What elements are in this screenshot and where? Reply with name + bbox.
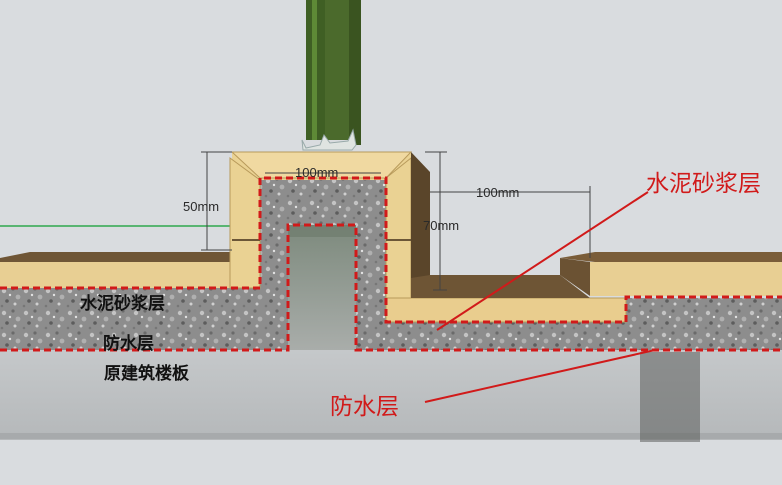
dimension-lines: [201, 151, 591, 291]
left-gravel-layer: [0, 288, 290, 350]
label-mortar-left: 水泥砂浆层: [80, 293, 165, 314]
label-waterproof-left: 防水层: [103, 333, 154, 354]
left-mortar-layer: [0, 262, 232, 288]
right-step-shadow: [411, 275, 590, 298]
dim-side-height: 70mm: [423, 218, 459, 233]
callout-waterproof: 防水层: [330, 394, 399, 420]
left-floor-top: [0, 252, 232, 262]
dim-curb-width: 100mm: [295, 165, 338, 180]
curb-slot: [288, 225, 356, 350]
dim-curb-height: 50mm: [183, 199, 219, 214]
dim-offset: 100mm: [476, 185, 519, 200]
callout-waterproof-leader: [424, 349, 656, 403]
slab-bottom-edge: [0, 433, 782, 439]
callout-mortar: 水泥砂浆层: [646, 171, 761, 197]
label-slab-left: 原建筑楼板: [104, 363, 190, 384]
right-lower-mortar: [385, 297, 627, 323]
right-raised-mortar: [590, 262, 782, 296]
slab-shadow-right: [640, 352, 700, 442]
waterproof-layer-line: [0, 176, 782, 352]
glass-frame: [301, 0, 361, 151]
right-raised-top: [560, 252, 782, 262]
callout-mortar-leader: [436, 191, 649, 331]
